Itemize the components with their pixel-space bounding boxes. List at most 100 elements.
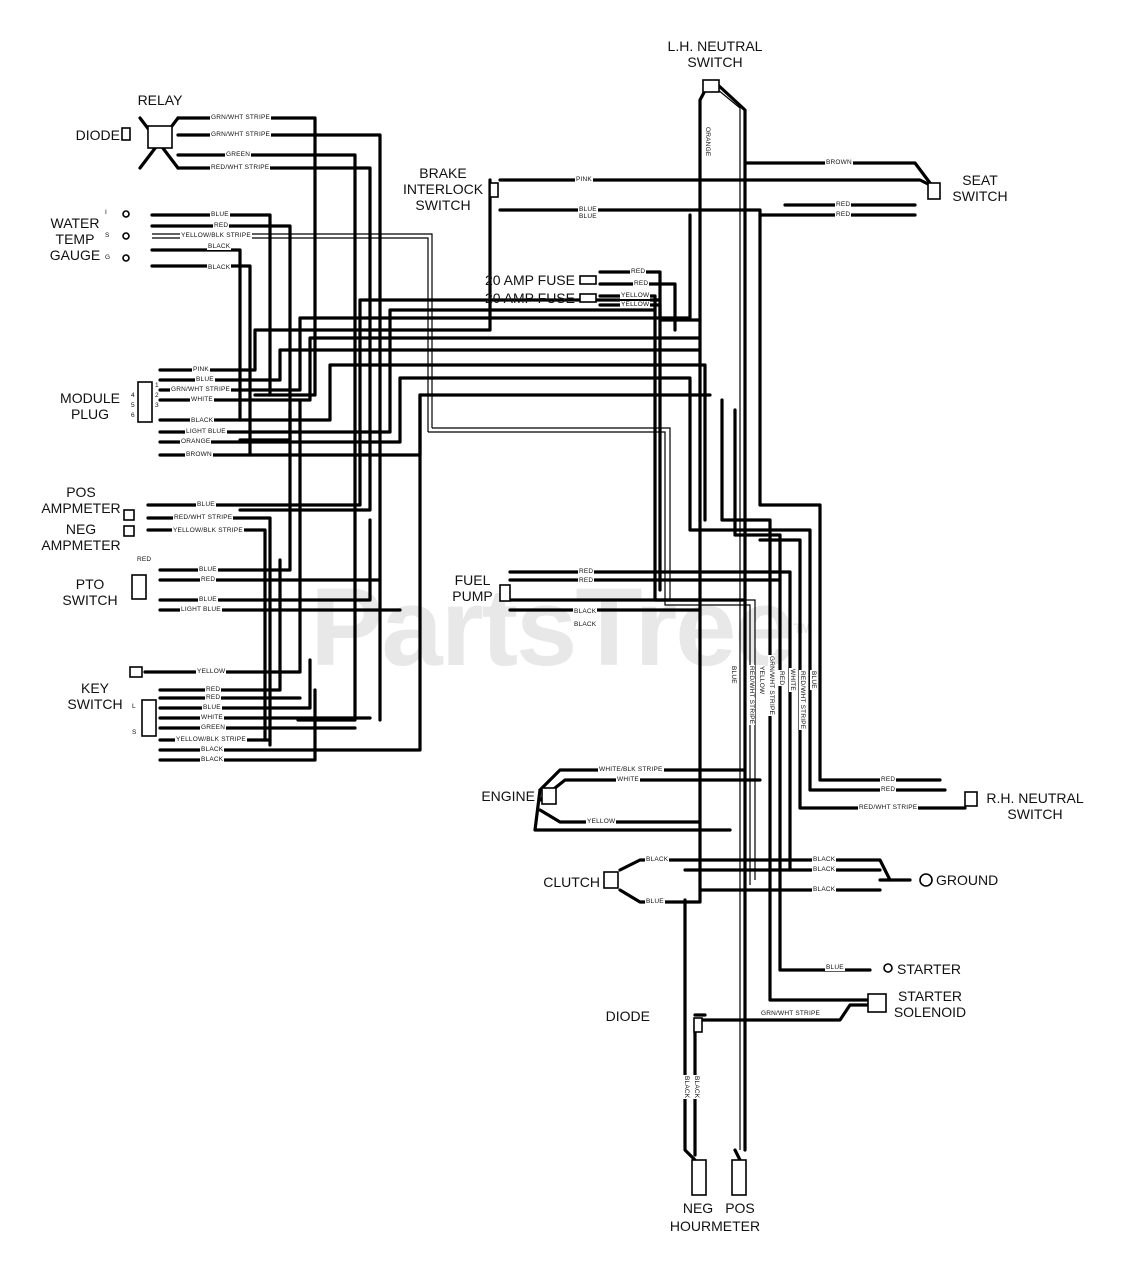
- wire-label: WHITE: [789, 668, 796, 692]
- fuel-pump-label: FUEL PUMP: [452, 572, 493, 604]
- wire-pto-blue-2: [158, 518, 372, 602]
- wire-label: LIGHT BLUE: [185, 428, 227, 435]
- water-temp-gauge-label: WATER TEMP GAUGE: [49, 215, 101, 263]
- wire-label: BLUE: [810, 670, 817, 690]
- wire-label: ORANGE: [180, 438, 212, 445]
- wire-label: YELLOW/BLK STRIPE: [175, 736, 247, 743]
- rh-neutral-switch-label: R.H. NEUTRAL SWITCH: [986, 790, 1084, 822]
- diode-top-label: DIODE: [75, 127, 120, 143]
- module-pin-5: 5: [131, 402, 135, 409]
- module-pin-2: 2: [155, 392, 159, 399]
- wire-label: YELLOW: [620, 292, 651, 299]
- wire-clutch-black-1: [618, 858, 892, 882]
- gauge-terminal-s: [122, 232, 130, 240]
- wire-key-black-1: [158, 393, 422, 752]
- wire-relay-green: [176, 153, 357, 722]
- neg-hourmeter-term: [691, 1159, 707, 1196]
- wire-module-black: [158, 363, 707, 522]
- wire-label: RED: [205, 686, 222, 693]
- brake-switch-body: [489, 182, 499, 198]
- wire-vert-4: [688, 378, 947, 792]
- diode-top-body: [121, 127, 131, 141]
- wire-fuel-red-1: [508, 570, 792, 872]
- wire-module-pink: [158, 178, 492, 372]
- wire-label: BLUE: [825, 964, 845, 971]
- wire-label: RED/WHT STRIPE: [210, 164, 271, 171]
- wire-label: BLACK: [190, 417, 215, 424]
- wire-label: RED/WHT STRIPE: [748, 665, 755, 726]
- wire-label: RED: [213, 222, 230, 229]
- wire-label: GRN/WHT STRIPE: [170, 386, 232, 393]
- key-switch-yellow-term: [129, 666, 143, 678]
- wire-key-red-1: [158, 558, 282, 692]
- fuse-2-body: [579, 293, 597, 303]
- brake-interlock-switch-label: BRAKE INTERLOCK SWITCH: [402, 165, 484, 213]
- rh-neutral-body: [964, 791, 978, 807]
- fuel-pump-body: [499, 584, 511, 602]
- wire-label: BLACK: [200, 746, 225, 753]
- wire-label: YELLOW: [586, 818, 617, 825]
- pto-switch-label: PTO SWITCH: [62, 576, 118, 608]
- module-plug-body: [137, 381, 153, 423]
- ground-label: GROUND: [936, 872, 999, 888]
- wire-label: BLACK: [645, 856, 670, 863]
- starter-label: STARTER: [897, 961, 962, 977]
- wire-relay-grn-1: [176, 116, 317, 397]
- wire-label: BLACK: [812, 866, 837, 873]
- clutch-body: [603, 871, 619, 889]
- wire-solenoid-grnwht: [698, 1003, 872, 1022]
- wire-label: RED: [778, 670, 785, 687]
- gauge-terminal-mark-i: I: [105, 209, 108, 216]
- gauge-terminal-i: [122, 210, 130, 218]
- wire-brake-blue: [498, 208, 942, 782]
- wire-label: BLACK: [207, 264, 232, 271]
- wire-label: WHITE/BLK STRIPE: [598, 766, 664, 773]
- wire-label: RED: [205, 694, 222, 701]
- wire-label: BLACK: [573, 621, 598, 628]
- wire-module-white: [158, 336, 702, 402]
- wire-label: BLUE: [645, 898, 665, 905]
- diode-bottom-body: [693, 1017, 703, 1033]
- module-pin-1: 1: [155, 382, 159, 389]
- wire-label: BLUE: [196, 501, 216, 508]
- wire-label: YELLOW/BLK STRIPE: [172, 527, 244, 534]
- wire-label: BROWN: [185, 451, 213, 458]
- wire-label: BLUE: [578, 213, 598, 220]
- wire-label: BLUE: [210, 211, 230, 218]
- wire-label: BLUE: [198, 596, 218, 603]
- wire-key-blue: [158, 658, 312, 710]
- wire-label: YELLOW: [758, 665, 765, 696]
- pos-ampmeter-label: POS AMPMETER: [41, 484, 121, 516]
- module-pin-6: 6: [131, 412, 135, 419]
- fuse-1-label: 20 AMP FUSE: [484, 272, 575, 288]
- wire-label: BLUE: [578, 206, 598, 213]
- wire-fuse-red-2: [598, 282, 677, 332]
- wire-label: RED: [578, 568, 595, 575]
- wire-label: BLACK: [812, 886, 837, 893]
- wire-label: RED: [136, 556, 153, 563]
- lh-neutral-switch-label: L.H. NEUTRAL SWITCH: [667, 38, 763, 70]
- neg-ampmeter-label: NEG AMPMETER: [41, 521, 121, 553]
- pto-switch-body: [131, 574, 147, 600]
- key-terminal-mark-s: S: [132, 729, 137, 736]
- wire-label: BLACK: [207, 243, 232, 250]
- module-pin-4: 4: [131, 392, 135, 399]
- module-pin-3: 3: [155, 402, 159, 409]
- engine-label: ENGINE: [481, 788, 535, 804]
- wire-label: GRN/WHT STRIPE: [768, 655, 775, 717]
- wire-amp-blue: [146, 298, 662, 507]
- wire-label: BLUE: [195, 376, 215, 383]
- wire-label: BLUE: [198, 566, 218, 573]
- wire-lh-thin: [711, 84, 741, 1150]
- neg-hourmeter-label: NEG: [682, 1200, 714, 1216]
- wire-gauge-blue: [150, 213, 272, 397]
- key-terminal-mark-l: L: [132, 703, 136, 710]
- wire-hour-neg: [683, 898, 697, 1162]
- wire-label: YELLOW: [620, 301, 651, 308]
- wire-label: RED: [835, 201, 852, 208]
- wire-module-blue: [158, 348, 702, 382]
- relay-label: RELAY: [137, 92, 183, 108]
- pos-hourmeter-label: POS: [725, 1200, 755, 1216]
- wire-hour-pos: [733, 1148, 742, 1162]
- wire-label: BLACK: [573, 608, 598, 615]
